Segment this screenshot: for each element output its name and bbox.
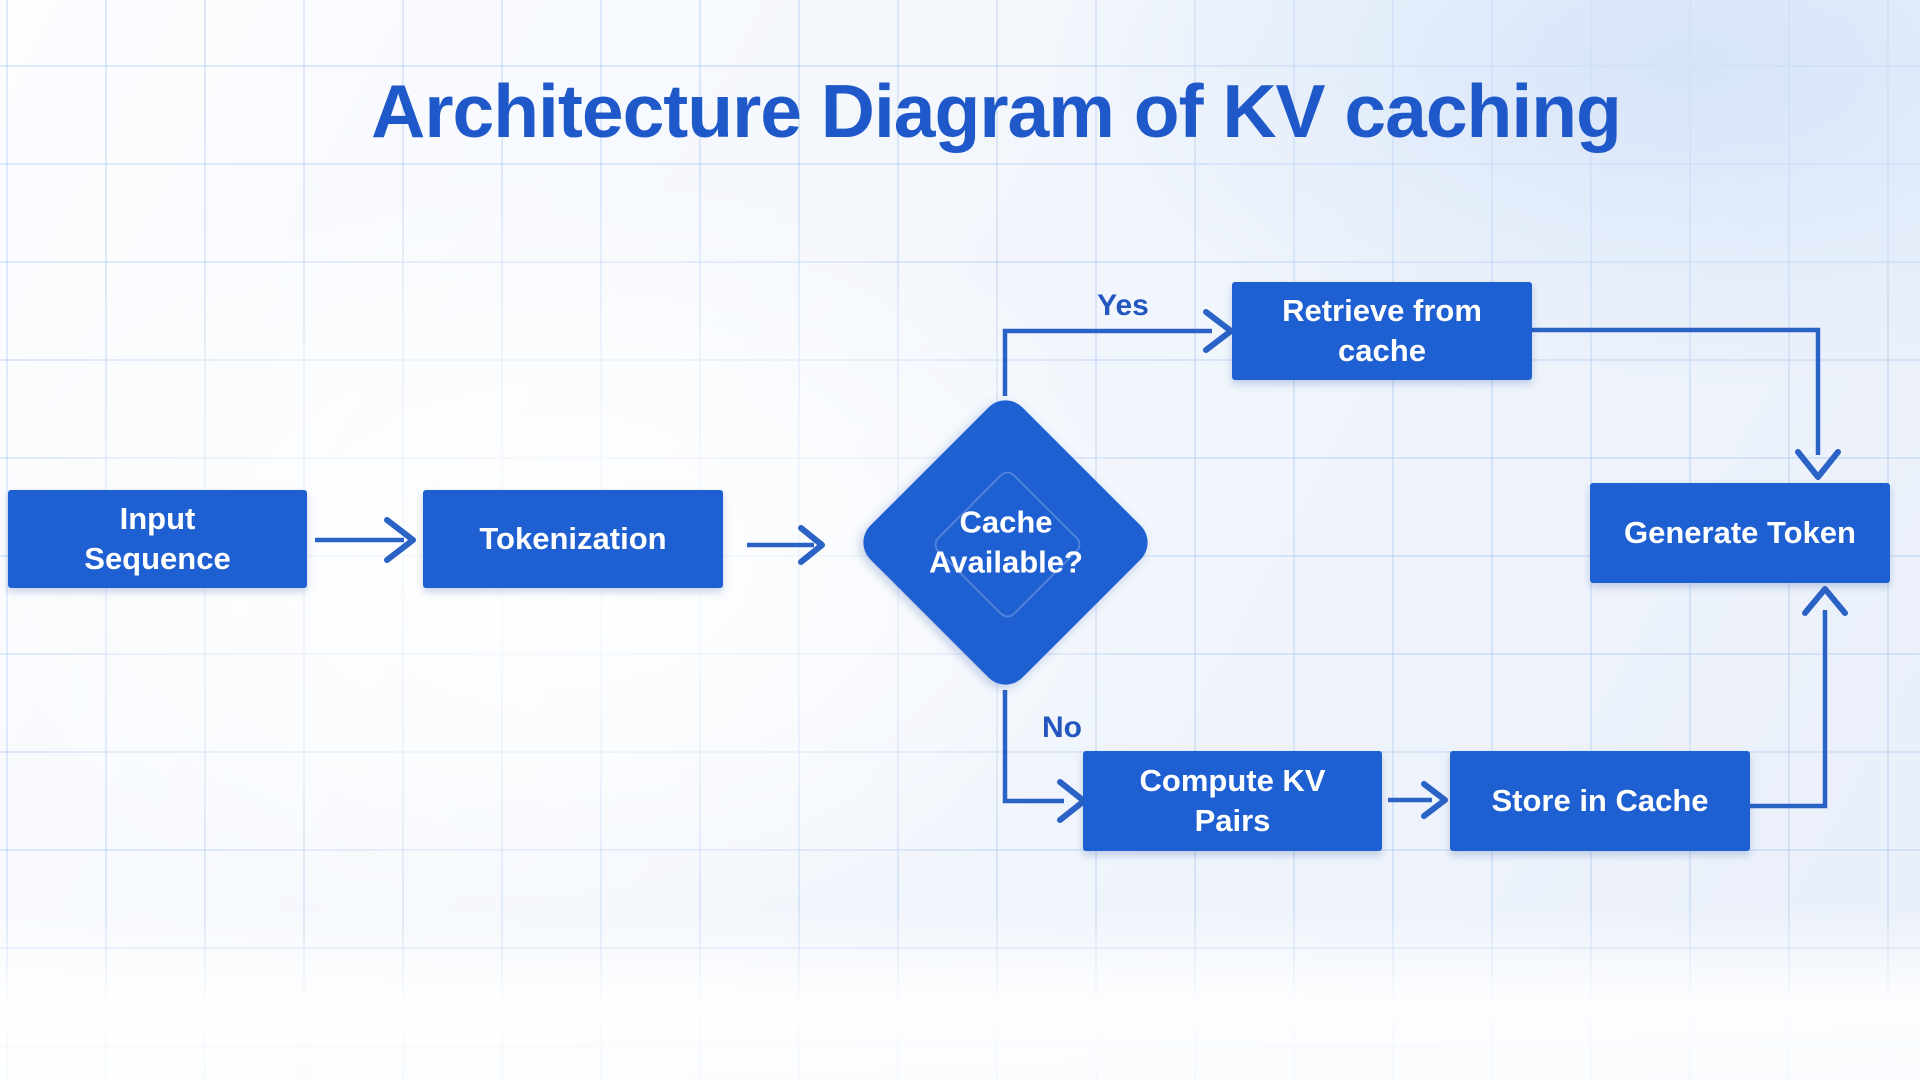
edge-tokenization-to-decision: [747, 525, 825, 565]
edge-retrieve-to-generate: [1532, 327, 1841, 480]
edge-decision-to-retrieve: [1002, 309, 1234, 396]
edge-compute-to-store: [1388, 781, 1448, 819]
edge-input-to-tokenization: [315, 517, 416, 563]
edge-label-no: No: [1042, 711, 1082, 744]
node-cache-available-label: Cache Available?: [929, 504, 1083, 580]
edge-store-to-generate: [1750, 586, 1848, 809]
page-title: Architecture Diagram of KV caching: [371, 69, 1622, 153]
node-retrieve-from-cache: Retrieve from cache: [1232, 282, 1532, 380]
node-input-sequence: Input Sequence: [8, 490, 307, 588]
edge-decision-to-compute: [1002, 690, 1087, 823]
node-tokenization: Tokenization: [423, 490, 723, 588]
node-store-in-cache: Store in Cache: [1450, 751, 1750, 851]
node-generate-token: Generate Token: [1590, 483, 1890, 583]
node-compute-kv-pairs: Compute KV Pairs: [1083, 751, 1382, 851]
edge-label-yes: Yes: [1097, 289, 1149, 322]
